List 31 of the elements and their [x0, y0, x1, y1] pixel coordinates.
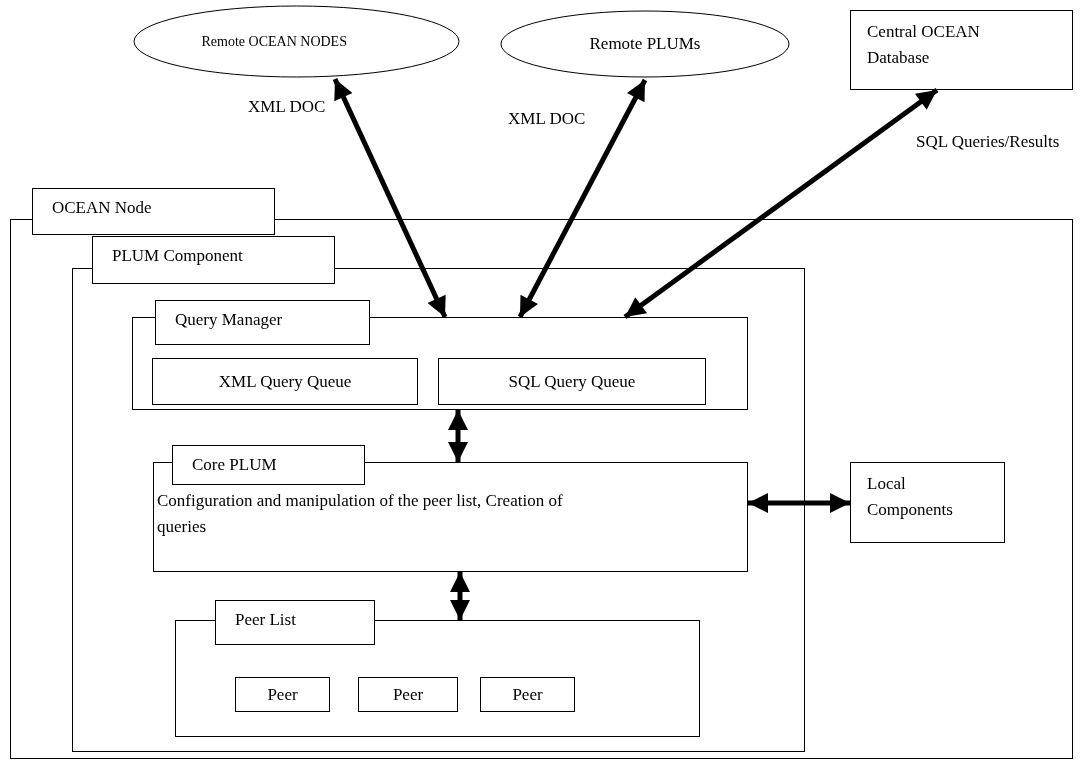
box-label: XML Query Queue — [218, 370, 352, 393]
box-label: Peer — [512, 683, 543, 706]
double-arrow — [517, 78, 648, 319]
queue-box — [438, 358, 706, 405]
peer-box — [235, 677, 330, 712]
database-box — [850, 10, 1073, 90]
double-arrow — [332, 77, 448, 319]
box-label: Central OCEAN Database — [867, 22, 980, 67]
double-arrow — [623, 87, 939, 320]
heading-label: Core PLUM — [192, 454, 277, 476]
description-text: Configuration and manipulation of the peer list, Creation of queries — [157, 490, 564, 538]
edge-label: XML DOC — [248, 98, 326, 115]
queue-box — [152, 358, 418, 405]
heading-label: Peer List — [235, 609, 296, 631]
double-arrow — [448, 410, 468, 462]
double-arrow — [748, 493, 850, 513]
peer-box — [480, 677, 575, 712]
node-label: Remote PLUMs — [589, 33, 701, 55]
heading-label: Query Manager — [175, 309, 283, 331]
edge-label: XML DOC — [508, 110, 586, 127]
component-box — [850, 462, 1005, 543]
box-label: SQL Query Queue — [508, 370, 636, 393]
heading-label: OCEAN Node — [52, 197, 152, 219]
node-label: Remote OCEAN NODES — [201, 32, 348, 51]
edge-label: SQL Queries/Results — [916, 133, 1060, 150]
box-label: Peer — [267, 683, 298, 706]
heading-label: PLUM Component — [112, 245, 243, 267]
box-label: Local Components — [867, 474, 953, 519]
box-label: Peer — [392, 683, 424, 706]
double-arrow — [450, 572, 470, 620]
peer-box — [358, 677, 458, 712]
